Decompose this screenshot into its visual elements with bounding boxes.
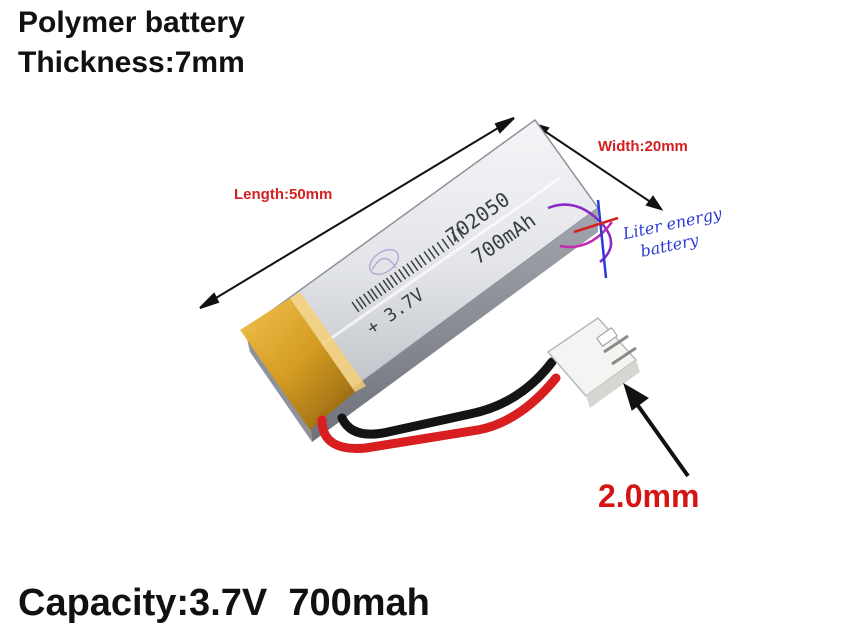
cell-logo (368, 248, 400, 276)
cell-barcode (351, 228, 465, 313)
length-label: Length:50mm (234, 186, 333, 203)
capacity-caption: Capacity:3.7V 700mah (18, 582, 430, 624)
jst-connector (546, 317, 640, 408)
length-dimension-arrow (199, 117, 515, 309)
thickness-heading: Thickness:7mm (18, 46, 245, 79)
product-type-heading: Polymer battery (18, 6, 245, 39)
width-label: Width:20mm (598, 138, 688, 155)
connector-pitch-label: 2.0mm (598, 478, 700, 514)
kapton-tape (240, 292, 366, 430)
brand-watermark-logo (547, 199, 619, 279)
connector-pointer-arrow (623, 382, 690, 478)
lead-wires (317, 357, 561, 453)
